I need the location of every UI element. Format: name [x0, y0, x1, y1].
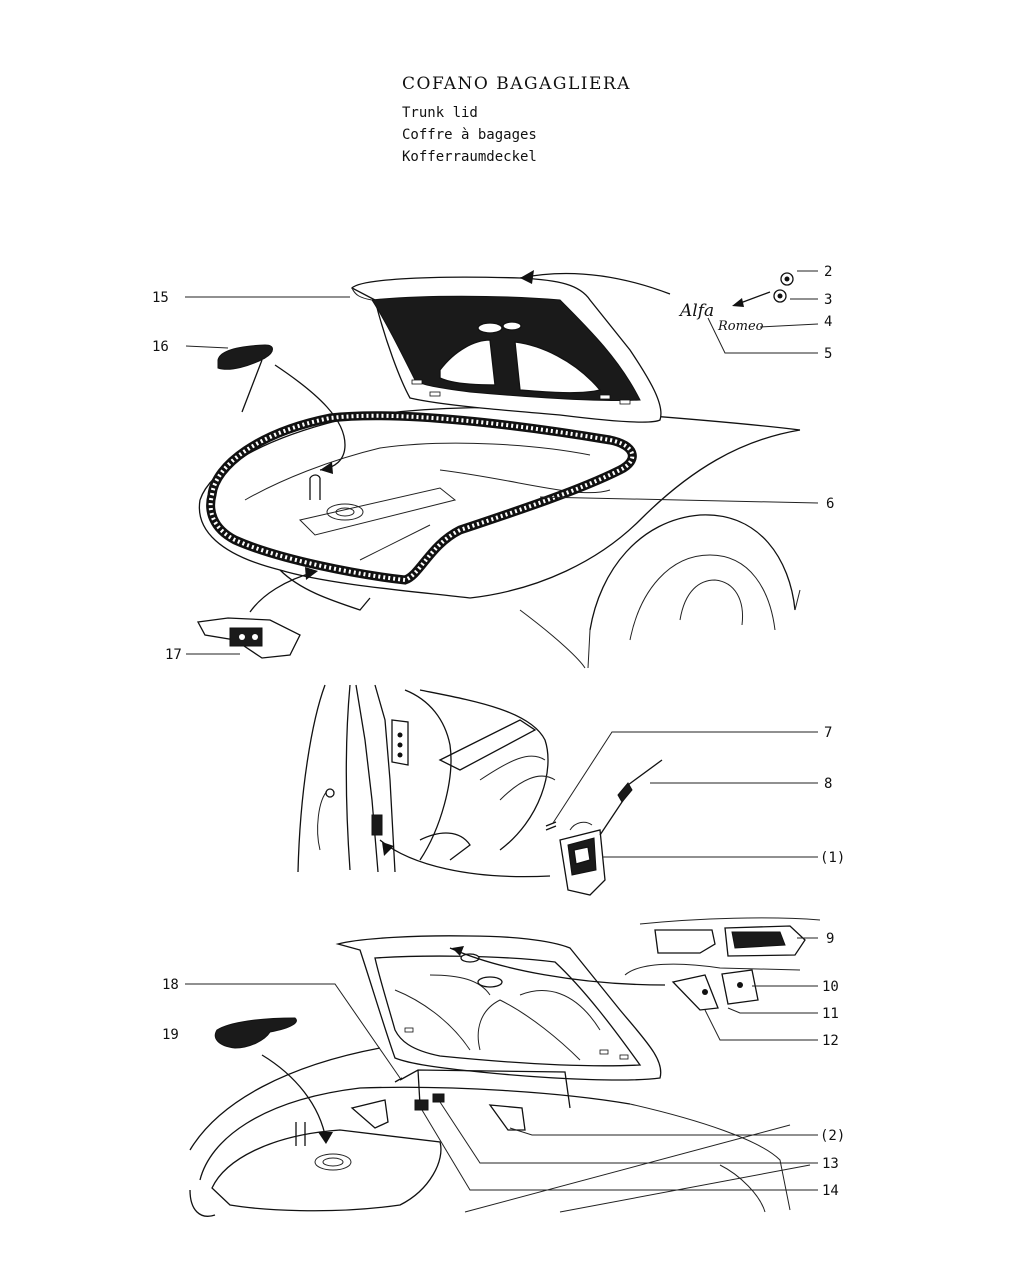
arrow-support-to-trunk	[274, 364, 346, 471]
arrow-pad-to-floor	[261, 1054, 327, 1141]
callout-11: 11	[822, 1006, 839, 1022]
callout-13: 13	[822, 1156, 839, 1172]
page-title: COFANO BAGAGLIERA	[402, 74, 631, 94]
callout-17: 17	[165, 647, 182, 663]
lower-assembly-illustration	[189, 917, 821, 1217]
wheel-hub	[679, 579, 744, 626]
callout-14: 14	[822, 1183, 839, 1199]
release-handle-illustration	[297, 684, 663, 896]
rear-fender-line	[469, 429, 801, 599]
callout-leaders-lower	[185, 937, 818, 1191]
lower-trunk-floor	[211, 1129, 442, 1212]
arrow-lock-to-trunk	[249, 571, 316, 613]
callout-15: 15	[152, 290, 169, 306]
hinge-left	[350, 1099, 389, 1129]
callout-9: 9	[826, 931, 834, 947]
callout-labels: 2 3 4 5 6 7 8 (1) 9 10 11 12 (2) 13 14 1…	[152, 264, 845, 1199]
subtitle-english: Trunk lid	[402, 105, 478, 121]
callout-leaders-upper	[185, 270, 819, 655]
hinge-bracket-12	[671, 974, 719, 1011]
arrow-handle-to-jamb	[379, 839, 551, 878]
hinge-pin-13	[432, 1093, 445, 1103]
lid-opening-left	[439, 339, 496, 386]
trunk-floor-panel	[299, 487, 457, 536]
release-cable	[627, 759, 663, 786]
subtitle-french: Coffre à bagages	[402, 127, 537, 143]
spare-wheel-well	[326, 503, 364, 521]
hinge-right	[488, 1104, 526, 1131]
title-block: COFANO BAGAGLIERA Trunk lid Coffre à bag…	[402, 74, 631, 168]
trunk-lamp-lens	[654, 929, 716, 954]
trunk-post	[309, 474, 321, 500]
callout-19: 19	[162, 1027, 179, 1043]
support-pad-19	[214, 1017, 297, 1049]
callout-16: 16	[152, 339, 169, 355]
lid-hole-2	[502, 321, 522, 331]
body-lower-lines	[519, 589, 801, 669]
callout-2: 2	[824, 264, 832, 280]
callout-ref-1: (1)	[820, 850, 845, 866]
hinge-pin-14	[414, 1099, 429, 1111]
arrow-lid-to-hinge	[449, 947, 666, 986]
callout-6: 6	[826, 496, 834, 512]
callout-leaders-middle	[552, 731, 818, 858]
wheel-arch	[589, 514, 796, 631]
callout-18: 18	[162, 977, 179, 993]
wheel-tyre	[629, 554, 776, 641]
callout-12: 12	[822, 1033, 839, 1049]
release-cable-end	[617, 782, 633, 803]
fender-crease	[439, 469, 611, 494]
callout-7: 7	[824, 725, 832, 741]
callout-4: 4	[824, 314, 832, 330]
lid-hole-1	[477, 322, 503, 334]
lid-support-rod	[217, 344, 273, 370]
trunk-seal-texture	[208, 413, 635, 583]
arrow-to-badge	[519, 272, 671, 295]
badge-script-alfa: Alfa	[678, 301, 714, 321]
trunk-floor-edge	[244, 442, 591, 501]
lid-stay-rod	[399, 1069, 571, 1109]
callout-3: 3	[824, 292, 832, 308]
subtitle-german: Kofferraumdeckel	[402, 149, 537, 165]
callout-5: 5	[824, 346, 832, 362]
trunk-floor-crease	[359, 524, 431, 561]
badge-script-romeo: Romeo	[717, 319, 764, 334]
lid-opening-right	[514, 341, 602, 394]
callout-8: 8	[824, 776, 832, 792]
callout-ref-2: (2)	[820, 1128, 845, 1144]
callout-10: 10	[822, 979, 839, 995]
rear-valance	[279, 569, 371, 611]
upper-assembly-illustration: Alfa Romeo	[196, 270, 801, 669]
